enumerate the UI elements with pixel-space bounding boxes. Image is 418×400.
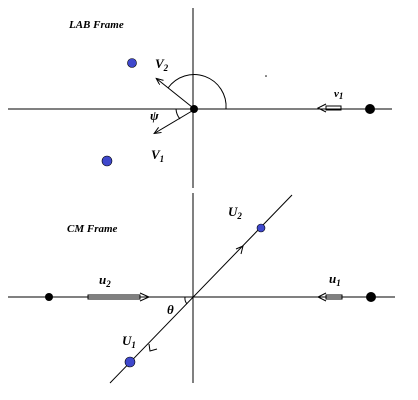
cm-diagonal-line: [109, 194, 293, 384]
U2-arrowhead: [235, 245, 244, 255]
U2-label: U2: [228, 204, 242, 221]
u1-label: u1: [329, 271, 341, 288]
lab-angle-arc-upper: [167, 74, 227, 110]
lab-frame-title: LAB Frame: [68, 19, 124, 31]
v2-label: V2: [155, 56, 169, 73]
cm-particle-left: [45, 293, 53, 301]
cm-particle-right: [366, 292, 376, 302]
theta-label: θ: [167, 302, 174, 317]
v1-arrow: [155, 110, 193, 133]
theta-arc: [184, 296, 188, 305]
stray-mark: [265, 75, 267, 77]
small-v1-arrow: [316, 103, 342, 113]
lab-particle-2: [127, 58, 137, 68]
U1-arrowhead: [148, 343, 158, 352]
cm-frame-title: CM Frame: [67, 223, 118, 235]
v2-arrow: [157, 79, 193, 108]
lab-particle-1: [101, 155, 113, 167]
u1-arrow: [316, 292, 343, 302]
psi-arc: [175, 108, 181, 120]
small-v1-label: v1: [334, 88, 343, 101]
U1-label: U1: [122, 333, 136, 350]
cm-U2-particle: [256, 223, 266, 233]
cm-frame: CM Frame U2 U1 u2 u1 θ: [8, 193, 395, 384]
cm-U1-particle: [124, 356, 136, 368]
u2-arrow: [87, 292, 151, 302]
u2-label: u2: [99, 272, 111, 289]
v1-label: V1: [151, 147, 164, 164]
lab-target-dot: [365, 104, 375, 114]
psi-label: ψ: [150, 108, 159, 123]
lab-frame: LAB Frame V2 V1 ψ v1: [8, 8, 392, 188]
